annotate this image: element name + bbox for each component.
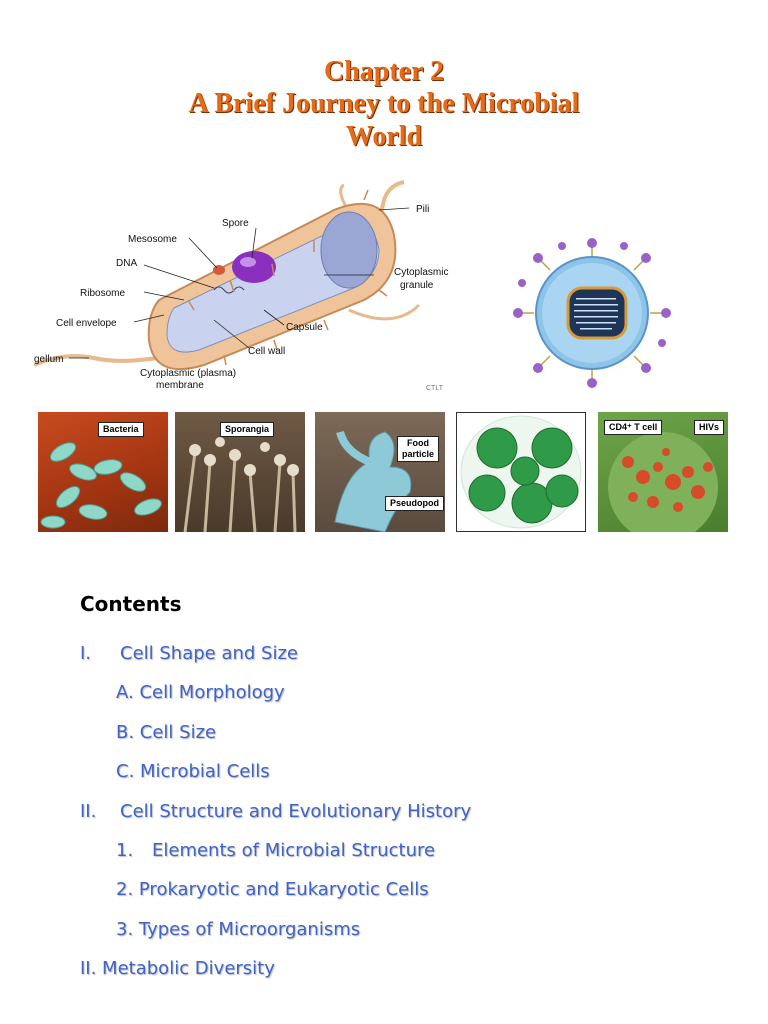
bacteria-micrograph: Bacteria [38,412,168,532]
item-text: Cell Shape and Size [120,643,298,664]
contents-item-3[interactable]: II. Metabolic Diversity [80,958,275,979]
item-number: I. [80,643,92,664]
pseudopod-label: Pseudopod [385,496,444,511]
hiv-micrograph: CD4⁺ T cell HIVs [598,412,728,532]
contents-item-2-2[interactable]: 2. Prokaryotic and Eukaryotic Cells [116,879,429,900]
contents-item-2[interactable]: II. Cell Structure and Evolutionary Histo… [80,801,471,822]
item-text: 2. Prokaryotic and Eukaryotic Cells [116,879,429,900]
food-label-line1: Food [407,438,429,448]
label-granule: granule [400,280,434,291]
label-capsule: Capsule [286,322,323,333]
item-text: 3. Types of Microorganisms [116,919,361,940]
bacteria-label: Bacteria [98,422,144,437]
label-dna: DNA [116,258,137,269]
food-particle-label: Food particle [397,436,440,462]
contents-item-2-1[interactable]: 1. Elements of Microbial Structure [116,840,435,861]
label-mesosome: Mesosome [128,234,177,245]
label-cell-wall: Cell wall [248,346,285,357]
amoeba-micrograph: Food particle Pseudopod [315,412,445,532]
hivs-label: HIVs [694,420,725,435]
contents-item-2-3[interactable]: 3. Types of Microorganisms [116,919,360,940]
bacterial-cell-diagram: Pili Spore Mesosome DNA Ribosome Cell en… [34,180,448,392]
label-cytoplasmic-granule: Cytoplasmic [394,267,448,278]
contents-item-1a[interactable]: A. Cell Morphology [116,682,285,703]
chapter-subtitle-line2: World [345,121,423,152]
item-text: II. Metabolic Diversity [80,958,275,979]
label-spore: Spore [222,218,249,229]
image-credit: CTLT [426,385,444,392]
sporangia-micrograph: Sporangia [175,412,305,532]
chapter-subtitle-line1: A Brief Journey to the Microbial [188,88,580,119]
item-number: 1. [116,840,134,861]
contents-item-1c[interactable]: C. Microbial Cells [116,761,270,782]
label-cytoplasmic-membrane: Cytoplasmic (plasma) [140,368,236,379]
virus-illustration [513,238,671,388]
label-ribosome: Ribosome [80,288,125,299]
item-number: II. [80,801,97,822]
item-text: Cell Structure and Evolutionary History [120,801,472,822]
sporangia-label: Sporangia [220,422,275,437]
item-text: A. Cell Morphology [116,682,285,703]
label-membrane: membrane [156,380,204,391]
food-label-line2: particle [402,449,435,459]
chapter-title: Chapter 2 [323,56,445,87]
contents-heading: Contents [80,592,182,616]
cd4-label: CD4⁺ T cell [604,420,663,435]
contents-item-1b[interactable]: B. Cell Size [116,722,216,743]
label-pili: Pili [416,204,429,215]
volvox-micrograph [456,412,586,532]
label-flagellum: gellum [34,354,63,365]
item-text: Elements of Microbial Structure [152,840,436,861]
item-text: C. Microbial Cells [116,761,270,782]
contents-item-1[interactable]: I. Cell Shape and Size [80,643,298,664]
item-text: B. Cell Size [116,722,217,743]
label-cell-envelope: Cell envelope [56,318,117,329]
